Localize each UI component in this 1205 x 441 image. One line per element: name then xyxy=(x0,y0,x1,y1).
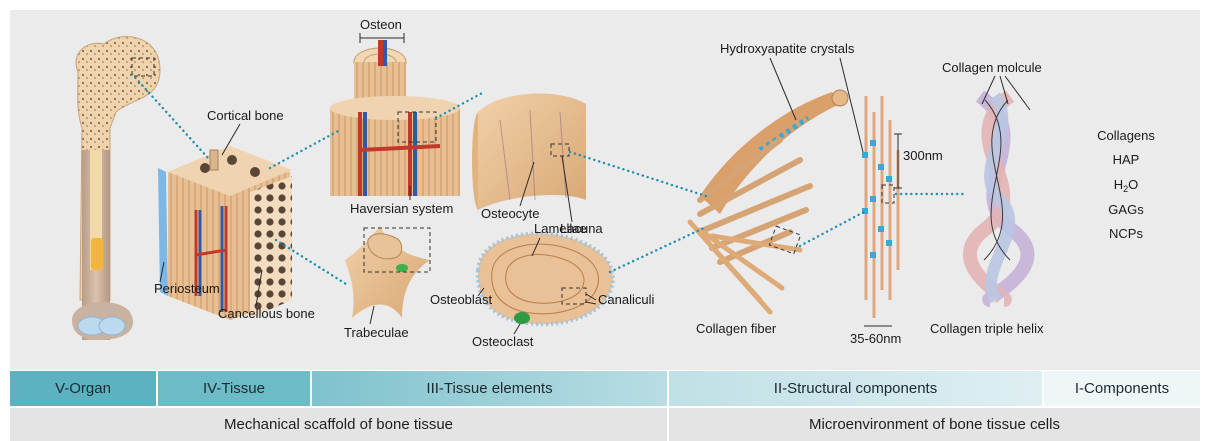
label-osteocyte: Osteocyte xyxy=(481,206,540,221)
label-periosteum: Periosteum xyxy=(154,281,220,296)
label-300nm: 300nm xyxy=(903,148,943,163)
label-cortical-bone: Cortical bone xyxy=(207,108,284,123)
component-collagens: Collagens xyxy=(1097,128,1155,143)
label-haversian-system: Haversian system xyxy=(350,201,453,216)
label-collagen-molecule: Collagen molcule xyxy=(942,60,1042,75)
component-gags: GAGs xyxy=(1108,202,1144,217)
label-osteoclast: Osteoclast xyxy=(472,334,534,349)
label-osteoblast: Osteoblast xyxy=(430,292,493,307)
label-hydroxyapatite-crystals: Hydroxyapatite crystals xyxy=(720,41,855,56)
function-cell-microenvironment: Microenvironment of bone tissue cells xyxy=(669,408,1200,441)
level-components: I-Components xyxy=(1044,371,1200,406)
label-collagen-triple-helix: Collagen triple helix xyxy=(930,321,1044,336)
component-ncps: NCPs xyxy=(1109,226,1143,241)
level-structural-components: II-Structural components xyxy=(669,371,1042,406)
label-cancellous-bone: Cancellous bone xyxy=(218,306,315,321)
label-osteon: Osteon xyxy=(360,17,402,32)
label-canaliculi: Canaliculi xyxy=(598,292,654,307)
component-hap: HAP xyxy=(1113,152,1140,167)
label-35-60nm: 35-60nm xyxy=(850,331,901,346)
illustration-canvas: Cortical bone Periosteum Cancellous bone… xyxy=(0,0,1205,372)
label-collagen-fiber: Collagen fiber xyxy=(696,321,777,336)
level-tissue: IV-Tissue xyxy=(158,371,310,406)
level-tissue-elements: III-Tissue elements xyxy=(312,371,667,406)
label-lamellae: Lamellae xyxy=(534,221,587,236)
level-organ: V-Organ xyxy=(10,371,156,406)
label-trabeculae: Trabeculae xyxy=(344,325,409,340)
function-mechanical-scaffold: Mechanical scaffold of bone tissue xyxy=(10,408,667,441)
